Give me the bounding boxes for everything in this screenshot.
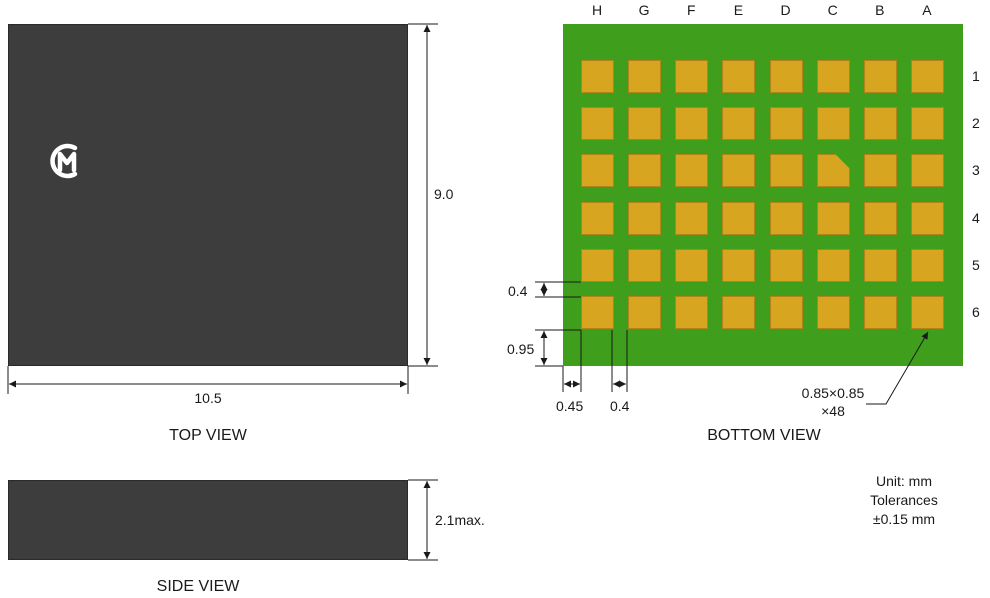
pad-f3: [675, 154, 708, 187]
top-view-width-label: 10.5: [194, 390, 222, 406]
pad-a4: [911, 202, 944, 235]
pad-a1: [911, 60, 944, 93]
pad-c6: [817, 296, 850, 329]
pad-h3: [581, 154, 614, 187]
side-view-package: [8, 480, 408, 560]
pad-b2: [864, 107, 897, 140]
pad-g6: [628, 296, 661, 329]
top-view-height-label: 9.0: [434, 186, 454, 202]
column-label-d: D: [780, 2, 791, 18]
pad-f5: [675, 249, 708, 282]
pitch-label: 0.4: [508, 283, 528, 299]
pad-d5: [770, 249, 803, 282]
row-label-5: 5: [972, 256, 980, 273]
pad-e3: [722, 154, 755, 187]
pad-size-line2: ×48: [821, 403, 845, 419]
pad-h5: [581, 249, 614, 282]
side-view-title: SIDE VIEW: [156, 578, 240, 595]
pad-f4: [675, 202, 708, 235]
pad-a6: [911, 296, 944, 329]
pad-h1: [581, 60, 614, 93]
pad-c1: [817, 60, 850, 93]
top-view-package: [8, 24, 408, 366]
pad-e1: [722, 60, 755, 93]
cm-logo-icon: [50, 143, 78, 179]
pad-b4: [864, 202, 897, 235]
edge-bottom-label: 0.95: [507, 341, 535, 357]
pad-e4: [722, 202, 755, 235]
pad-h6: [581, 296, 614, 329]
pad-e2: [722, 107, 755, 140]
gap-label: 0.4: [610, 398, 630, 414]
pad-b5: [864, 249, 897, 282]
column-label-e: E: [733, 2, 744, 18]
notes: Unit: mm Tolerances ±0.15 mm: [844, 472, 964, 529]
pad-e5: [722, 249, 755, 282]
pad-c2: [817, 107, 850, 140]
column-label-g: G: [638, 2, 650, 18]
pad-g2: [628, 107, 661, 140]
column-label-c: C: [827, 2, 838, 18]
top-view-title: TOP VIEW: [169, 427, 247, 444]
pad-a5: [911, 249, 944, 282]
pad-d3: [770, 154, 803, 187]
pad-g3: [628, 154, 661, 187]
pad-size-line1: 0.85×0.85: [801, 385, 865, 401]
edge-left-label: 0.45: [556, 398, 584, 414]
pad-f1: [675, 60, 708, 93]
pad-d2: [770, 107, 803, 140]
pad-a2: [911, 107, 944, 140]
pad-h2: [581, 107, 614, 140]
row-label-3: 3: [972, 162, 980, 179]
pad-f2: [675, 107, 708, 140]
pad-c5: [817, 249, 850, 282]
pad-e6: [722, 296, 755, 329]
pad-h4: [581, 202, 614, 235]
pad-g4: [628, 202, 661, 235]
pad-a3: [911, 154, 944, 187]
row-label-4: 4: [972, 209, 980, 226]
row-label-2: 2: [972, 115, 980, 132]
column-label-h: H: [591, 2, 603, 18]
tolerance-note-line2: ±0.15 mm: [872, 511, 936, 527]
pad-b3: [864, 154, 897, 187]
pad-d6: [770, 296, 803, 329]
column-label-f: F: [686, 2, 696, 18]
row-label-6: 6: [972, 304, 980, 320]
pad-d4: [770, 202, 803, 235]
pad-f6: [675, 296, 708, 329]
side-view-height-label: 2.1max.: [435, 512, 485, 528]
pad-c4: [817, 202, 850, 235]
column-label-b: B: [875, 2, 885, 18]
pad-b6: [864, 296, 897, 329]
pad-g5: [628, 249, 661, 282]
tolerance-note-line1: Tolerances: [870, 492, 938, 508]
column-label-a: A: [922, 2, 932, 18]
pad-b1: [864, 60, 897, 93]
pad-g1: [628, 60, 661, 93]
unit-note: Unit: mm: [876, 473, 932, 489]
pad-size-label: 0.85×0.85 ×48: [786, 384, 880, 420]
row-label-1: 1: [972, 68, 980, 84]
pad-d1: [770, 60, 803, 93]
bottom-view-title: BOTTOM VIEW: [707, 427, 821, 444]
